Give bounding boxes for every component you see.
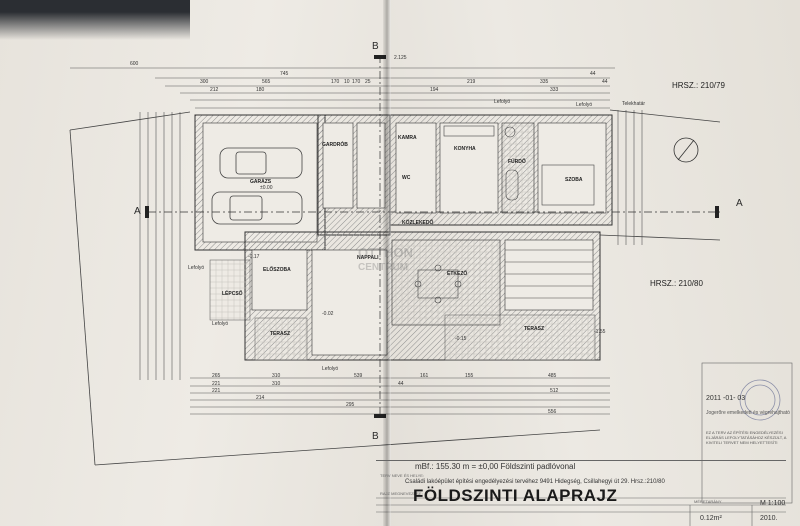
room-etkezo: ÉTKEZŐ <box>447 271 468 277</box>
downpipe-label-4: Lefolyó <box>494 99 511 105</box>
plot-boundary <box>69 109 721 466</box>
level-bottom: -1.55 <box>594 329 606 335</box>
dim-bottom-3: 161 <box>420 373 429 379</box>
section-b-top: B <box>372 41 379 52</box>
date-value: 2010. <box>760 515 778 522</box>
room-konyha: KONYHA <box>454 146 476 152</box>
title-block <box>376 460 786 526</box>
room-nappali: NAPPALI <box>357 255 379 261</box>
left-dimension-lines <box>139 112 181 380</box>
downpipe-label-3: Lefolyó <box>322 366 339 372</box>
watermark-logo: OTTHON CENTRUM <box>358 245 413 273</box>
dim-top-16: 333 <box>550 87 559 93</box>
dim-top-4: 170 <box>331 79 340 85</box>
stamp-date: 2011 -01- 03 <box>706 395 746 402</box>
area-value: 0.12m² <box>700 515 722 522</box>
room-garderobe: GARDRÓB <box>322 142 348 148</box>
level-garage: ±0.00 <box>260 185 273 191</box>
level-entry: -0.17 <box>248 254 260 260</box>
dim-bottom-9: 44 <box>398 381 404 387</box>
dim-bottom-8: 310 <box>272 381 281 387</box>
dim-bottom-13: 295 <box>346 402 355 408</box>
watermark-line-2: CENTRUM <box>358 262 408 273</box>
right-dimension-lines <box>617 110 643 245</box>
dim-bottom-6: 221 <box>212 381 221 387</box>
project-description: Családi lakóépület építési engedélyezési… <box>405 479 665 485</box>
mbf-note: mBf.: 155.30 m = ±0,00 Földszinti padlóv… <box>415 462 576 471</box>
downpipe-label-5: Lefolyó <box>576 102 593 108</box>
section-lines <box>148 55 720 418</box>
dim-bottom-4: 155 <box>465 373 474 379</box>
scale-value: M 1:100 <box>760 500 786 507</box>
official-stamp <box>739 379 781 421</box>
paper-fold <box>383 0 391 526</box>
dim-bottom-1: 310 <box>272 373 281 379</box>
dim-top-10: 194 <box>430 87 439 93</box>
dim-top-15: 2.125 <box>394 55 407 61</box>
drawing-title: FÖLDSZINTI ALAPRAJZ <box>413 486 618 505</box>
section-b-bottom: B <box>372 431 379 442</box>
stamp-text-2: EZ A TERV AZ ÉPÍTÉSI ENGEDÉLYEZÉSI ELJÁR… <box>706 430 787 445</box>
background-edge <box>0 0 190 40</box>
hrsz-right-label: HRSZ.: 210/80 <box>650 279 703 288</box>
room-kozlekedo: KÖZLEKEDŐ <box>402 220 434 226</box>
title-block-frame <box>376 362 793 526</box>
dim-top-9: 212 <box>210 87 219 93</box>
dim-bottom-5: 485 <box>548 373 557 379</box>
wall-outline <box>194 114 613 361</box>
room-furdo: FÜRDŐ <box>508 159 526 165</box>
watermark-line-1: OTTHON <box>358 245 413 260</box>
north-arrow <box>673 137 699 163</box>
dim-bottom-11: 214 <box>256 395 265 401</box>
level-terrace: -0.02 <box>322 311 334 317</box>
level-terrace-right: -0.15 <box>455 336 467 342</box>
room-terasz-right: TERASZ <box>524 326 544 332</box>
garage-cars <box>211 147 303 225</box>
room-terasz-left: TERASZ <box>270 331 290 337</box>
room-wc: WC <box>402 175 411 181</box>
fixtures <box>414 125 595 304</box>
room-kamra: KAMRA <box>398 135 417 141</box>
drawing-label: RAJZ MEGNEVEZÉSE: <box>380 491 423 496</box>
dim-top-7: 25 <box>365 79 371 85</box>
scale-label: MÉRETARÁNY <box>694 499 722 504</box>
stamp-text-1: Jogerőre emelkedett és végrehajtható <box>706 410 790 416</box>
downpipe-label-2: Lefolyó <box>212 321 229 327</box>
hrsz-top-label: HRSZ.: 210/79 <box>672 81 725 90</box>
dim-bottom-2: 539 <box>354 373 363 379</box>
bottom-dimension-lines <box>190 377 610 415</box>
dim-top-13: 44 <box>590 71 596 77</box>
dim-top-5: 10 <box>344 79 350 85</box>
dim-top-0: 600 <box>130 61 139 67</box>
top-dimension-lines <box>70 67 615 109</box>
dim-bottom-0: 265 <box>212 373 221 379</box>
project-label: TERV NEVE ÉS HELYE: <box>380 473 425 478</box>
downpipe-label-1: Lefolyó <box>188 265 205 271</box>
room-szoba: SZOBA <box>565 177 583 183</box>
room-eloszoba: ELŐSZOBA <box>263 267 291 273</box>
room-lepcso: LÉPCSŐ <box>222 291 243 297</box>
room-garage: GARÁZS <box>250 179 272 185</box>
dim-top-8: 180 <box>256 87 265 93</box>
dim-top-1: 745 <box>280 71 289 77</box>
section-markers <box>145 55 719 418</box>
dim-top-11: 219 <box>467 79 476 85</box>
dim-top-14: 44 <box>602 79 608 85</box>
plot-border-label: Telekhatár <box>622 101 646 107</box>
section-a-right: A <box>736 198 743 209</box>
dim-bottom-7: 221 <box>212 388 221 394</box>
dim-top-12: 335 <box>540 79 549 85</box>
dim-top-6: 170 <box>352 79 361 85</box>
dim-top-2: 300 <box>200 79 209 85</box>
dim-top-3: 565 <box>262 79 271 85</box>
dim-bottom-10: 512 <box>550 388 559 394</box>
dim-bottom-12: 556 <box>548 409 557 415</box>
section-a-left: A <box>134 206 141 217</box>
